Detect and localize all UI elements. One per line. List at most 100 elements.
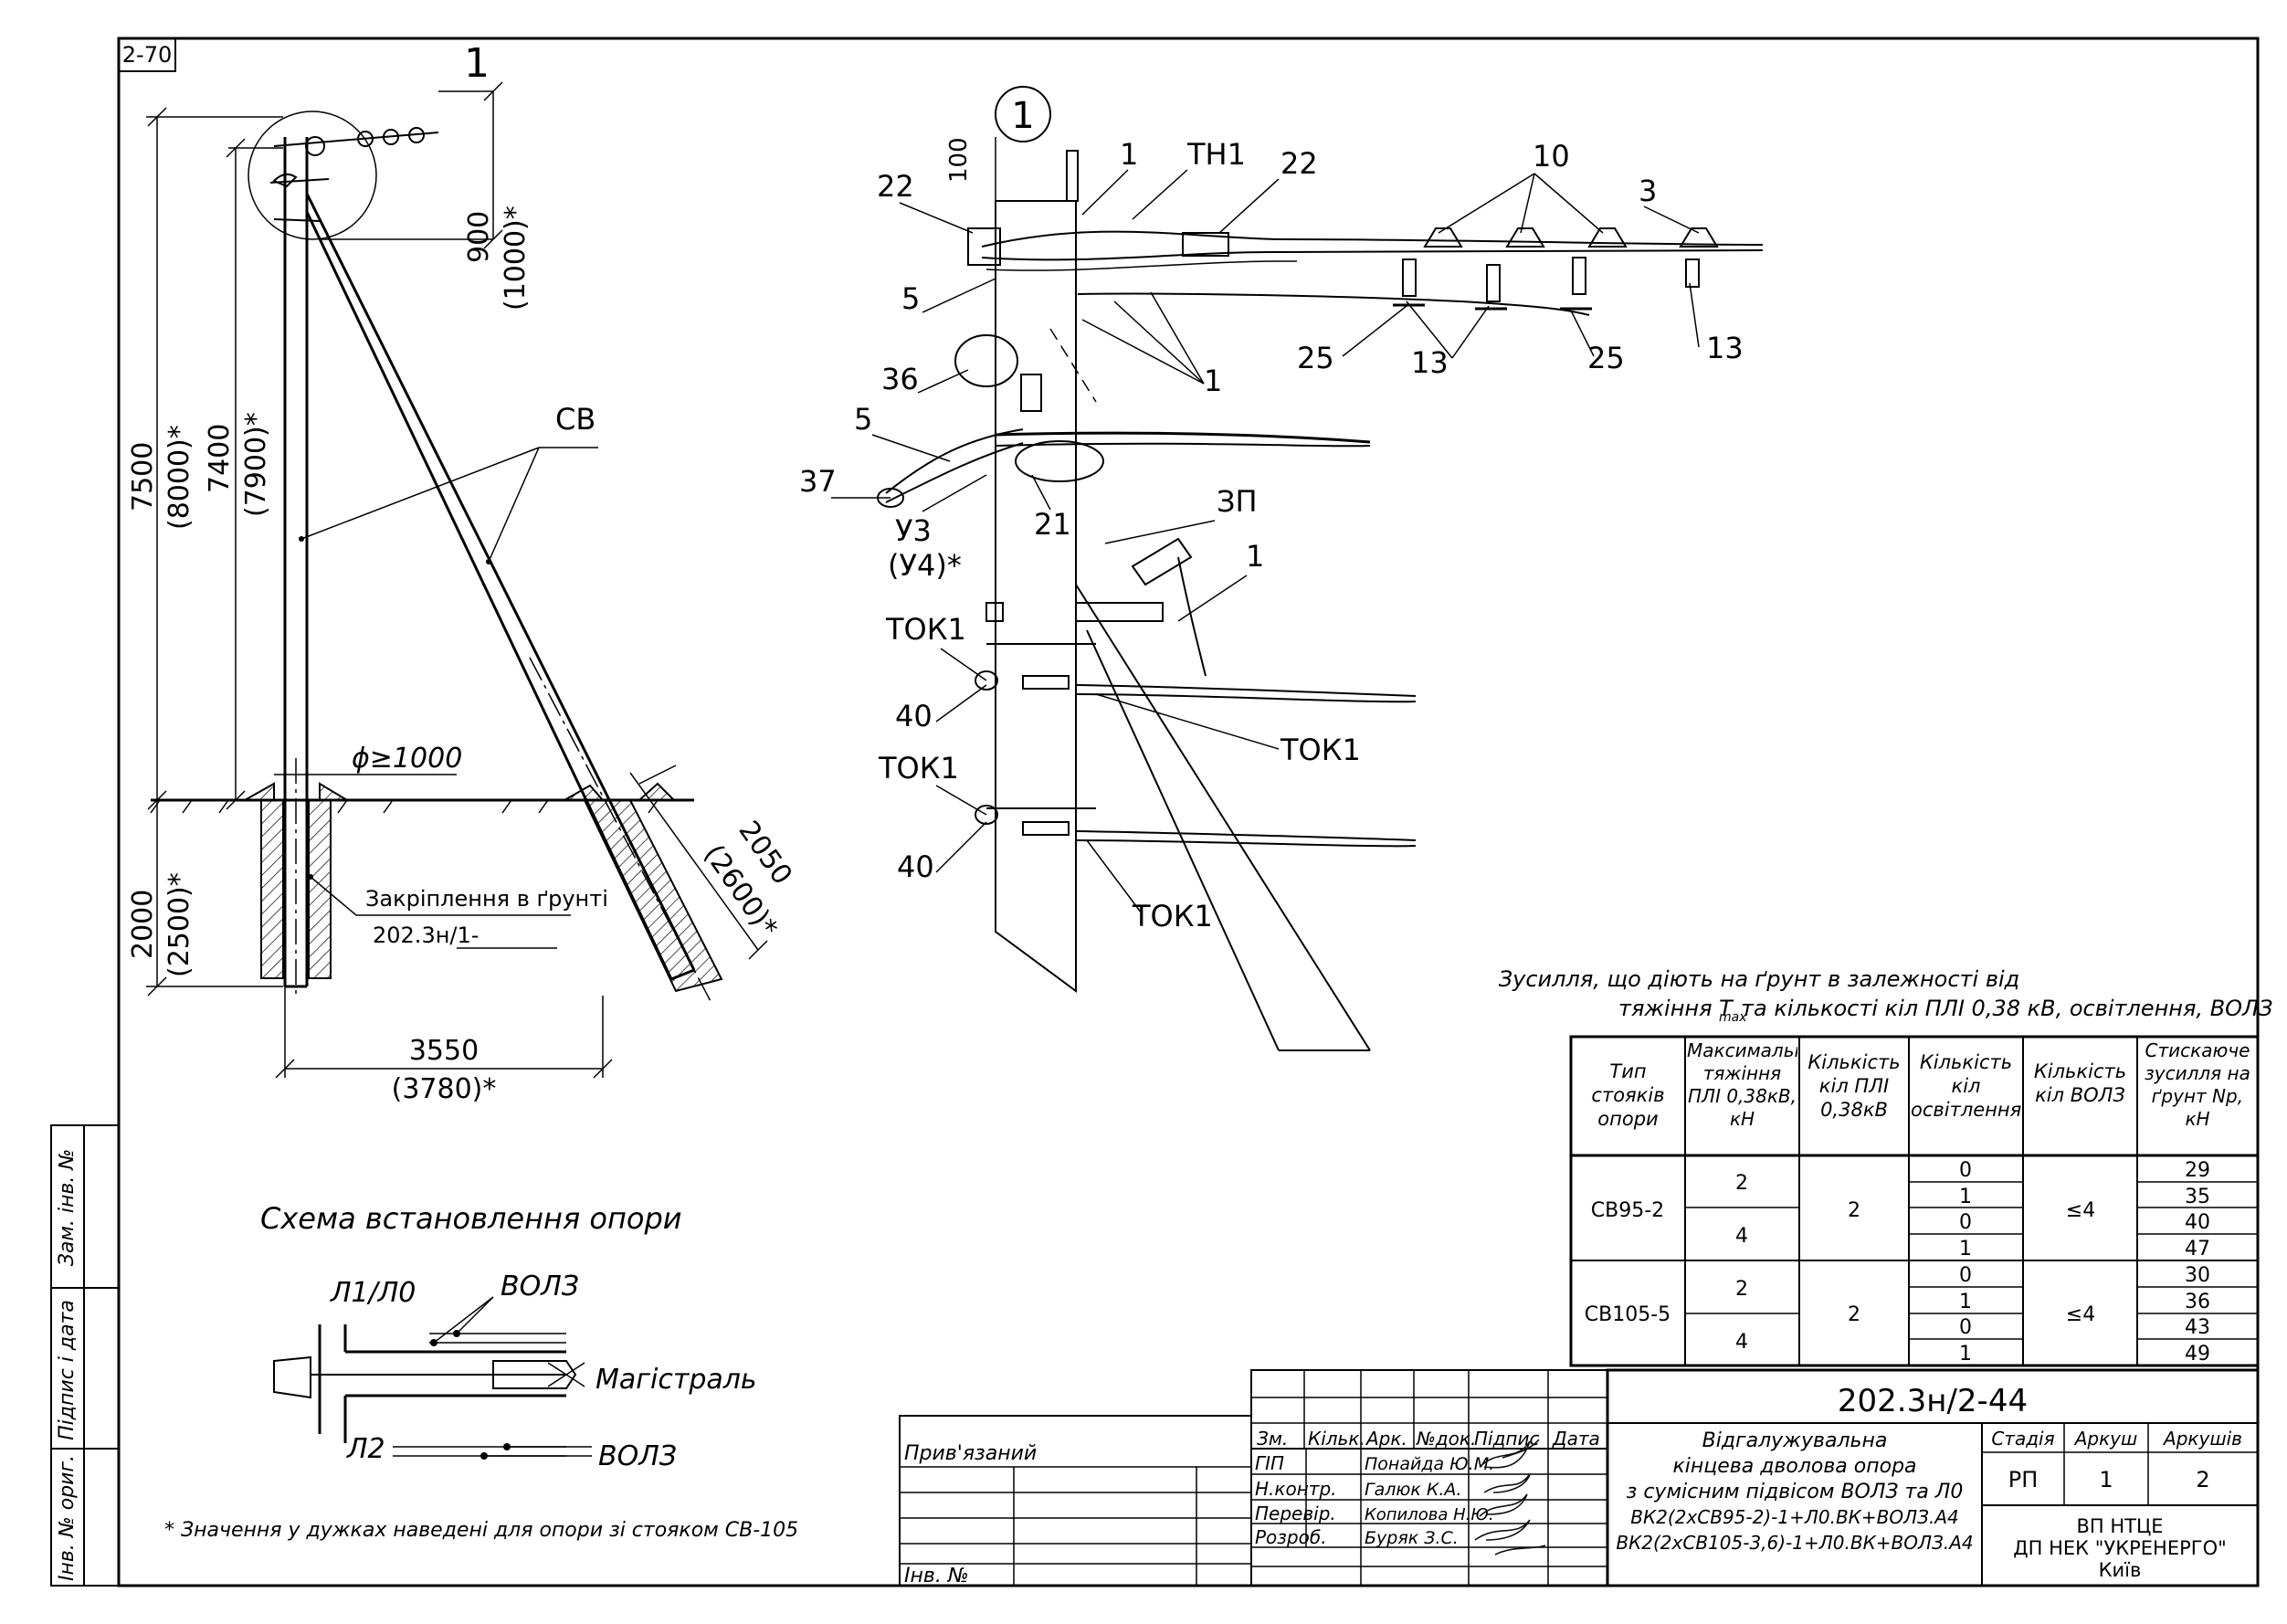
callout-3: 3: [1639, 174, 1657, 208]
row-vols-1: ≤4: [2066, 1199, 2095, 1222]
corner-code: 2-70: [122, 42, 172, 68]
row-tension-1b: 4: [1735, 1225, 1748, 1248]
row-circuits-2: 2: [1848, 1303, 1860, 1326]
scheme-vols-bottom: ВОЛЗ: [598, 1440, 677, 1472]
title-block: Прив'язаний Інв. № Зм. Кільк. Арк. №док.…: [899, 1368, 2260, 1587]
row-light-1a: 0: [1959, 1159, 1972, 1182]
callout-1-top: 1: [1120, 137, 1138, 172]
row-force-2b: 36: [2185, 1291, 2210, 1313]
scheme-title: Схема встановлення опори: [260, 1201, 682, 1236]
callout-5-mid: 5: [854, 402, 872, 437]
sheet-value: 1: [2099, 1467, 2113, 1492]
row-tension-1a: 2: [1735, 1172, 1748, 1195]
callout-1-mid: 1: [1204, 364, 1222, 398]
col-ndok: №док.: [1416, 1428, 1476, 1450]
row-force-1b: 35: [2185, 1186, 2210, 1208]
callout-21: 21: [1034, 507, 1071, 542]
stamp-inv-orig: Інв. № ориг.: [56, 1455, 79, 1581]
side-stamp: Зам. інв. № Підпис і дата Інв. № ориг.: [50, 1124, 120, 1587]
scheme-main-line: Магістраль: [595, 1364, 757, 1396]
row-force-2d: 49: [2185, 1343, 2210, 1366]
row-type-1: СВ95-2: [1591, 1199, 1664, 1222]
section-mark: 1: [464, 40, 490, 87]
sheet-frame: 2-70: [117, 37, 2260, 1587]
inv-no-label: Інв. №: [904, 1565, 969, 1587]
ground-fix-ref: 202.3н/1-: [373, 923, 479, 948]
sheet-label: Аркуш: [2073, 1428, 2138, 1450]
callout-5-top: 5: [901, 281, 920, 316]
row-force-2a: 30: [2185, 1264, 2210, 1287]
scheme-vols-top: ВОЛЗ: [501, 1271, 579, 1302]
forces-table: Зусилля, що діють на ґрунт в залежності …: [1499, 966, 2272, 1367]
desc-line-1: Відгалужувальна: [1702, 1429, 1888, 1452]
callout-zp: ЗП: [1217, 484, 1258, 519]
callout-u3: У3: [895, 513, 932, 548]
role-dev: Розроб.: [1255, 1526, 1327, 1548]
dim-7500: 7500: [127, 442, 159, 511]
scheme-l2: Л2: [346, 1433, 385, 1465]
callout-36: 36: [881, 362, 919, 396]
desc-line-4: ВК2(2хСВ95-2)-1+Л0.ВК+ВОЛЗ.А4: [1630, 1506, 1958, 1528]
row-light-2d: 1: [1959, 1343, 1972, 1366]
attached-label: Прив'язаний: [904, 1442, 1037, 1465]
th-tension: Максимальне тяжіння ПЛІ 0,38кВ, кН: [1687, 1039, 1797, 1130]
callout-tok1-b: ТОК1: [1280, 733, 1361, 767]
row-light-2c: 0: [1959, 1316, 1972, 1339]
stamp-zam-inv: Зам. інв. №: [56, 1149, 79, 1267]
stamp-signature-date: Підпис і дата: [56, 1300, 79, 1440]
drawing-number: 202.3н/2-44: [1838, 1383, 2028, 1419]
role-gip: ГІП: [1255, 1452, 1284, 1474]
dim-diameter: ϕ≥1000: [352, 743, 462, 775]
desc-line-3: з сумісним підвісом ВОЛЗ та Л0: [1627, 1481, 1964, 1503]
callout-22-left: 22: [877, 169, 914, 204]
detail-circle-mark: 1: [1011, 95, 1034, 137]
table-caption-rest: та кількості кіл ПЛІ 0,38 кВ, освітлення…: [1741, 996, 2272, 1021]
callout-25-right: 25: [1587, 341, 1625, 375]
callout-25-left: 25: [1297, 341, 1334, 375]
desc-line-5: ВК2(2хСВ105-3,6)-1+Л0.ВК+ВОЛЗ.А4: [1616, 1532, 1973, 1554]
row-force-2c: 43: [2185, 1316, 2210, 1339]
sheets-value: 2: [2196, 1467, 2209, 1492]
name-ncontr: Галюк К.А.: [1365, 1480, 1461, 1500]
pole-elevation-view: 1: [127, 40, 798, 1105]
col-signature: Підпис: [1474, 1428, 1540, 1450]
callout-u4: (У4)*: [888, 548, 962, 583]
scheme-l1l0: Л1/Л0: [330, 1277, 416, 1309]
th-vols: Кількість кіл ВОЛЗ: [2033, 1060, 2127, 1106]
callout-tok1-c: ТОК1: [878, 751, 959, 786]
detail-view-1: 1 100: [799, 86, 1764, 1051]
stage-label: Стадія: [1991, 1428, 2054, 1450]
callout-40-b: 40: [897, 849, 934, 884]
row-vols-2: ≤4: [2066, 1303, 2095, 1326]
row-light-1b: 1: [1959, 1186, 1972, 1208]
desc-line-2: кінцева дволова опора: [1672, 1455, 1916, 1478]
row-tension-2b: 4: [1735, 1331, 1748, 1354]
installation-scheme: Схема встановлення опори Л1/Л0 ВОЛЗ Магі…: [260, 1201, 757, 1472]
handwritten-signatures: [1474, 1439, 1546, 1555]
callout-13-right: 13: [1706, 331, 1744, 365]
th-force: Стискаюче зусилля на ґрунт Np, кН: [2145, 1039, 2250, 1130]
org-line-1: ВП НТЦЕ: [2076, 1515, 2163, 1537]
row-light-2b: 1: [1959, 1291, 1972, 1313]
th-type: Тип стояків опори: [1591, 1060, 1665, 1130]
org-line-3: Київ: [2099, 1559, 2142, 1581]
name-gip: Понайда Ю.М.: [1365, 1454, 1494, 1474]
role-check: Перевір.: [1255, 1503, 1336, 1524]
callout-37: 37: [799, 464, 837, 499]
col-zm: Зм.: [1257, 1428, 1288, 1450]
dim-7900: (7900)*: [240, 412, 272, 517]
row-circuits-1: 2: [1848, 1199, 1860, 1222]
callout-tok1-d: ТОК1: [1132, 899, 1213, 933]
callout-1-bracket: 1: [1246, 539, 1264, 574]
stage-value: РП: [2008, 1467, 2039, 1492]
row-force-1d: 47: [2185, 1238, 2210, 1260]
row-light-2a: 0: [1959, 1264, 1972, 1287]
name-dev: Буряк З.С.: [1365, 1528, 1459, 1548]
callout-10: 10: [1533, 139, 1570, 174]
col-kilk: Кільк.: [1308, 1428, 1365, 1450]
dim-100: 100: [945, 137, 973, 183]
callout-40-a: 40: [895, 699, 933, 733]
sheets-label: Аркушів: [2162, 1428, 2242, 1450]
dim-3550: 3550: [409, 1035, 479, 1067]
